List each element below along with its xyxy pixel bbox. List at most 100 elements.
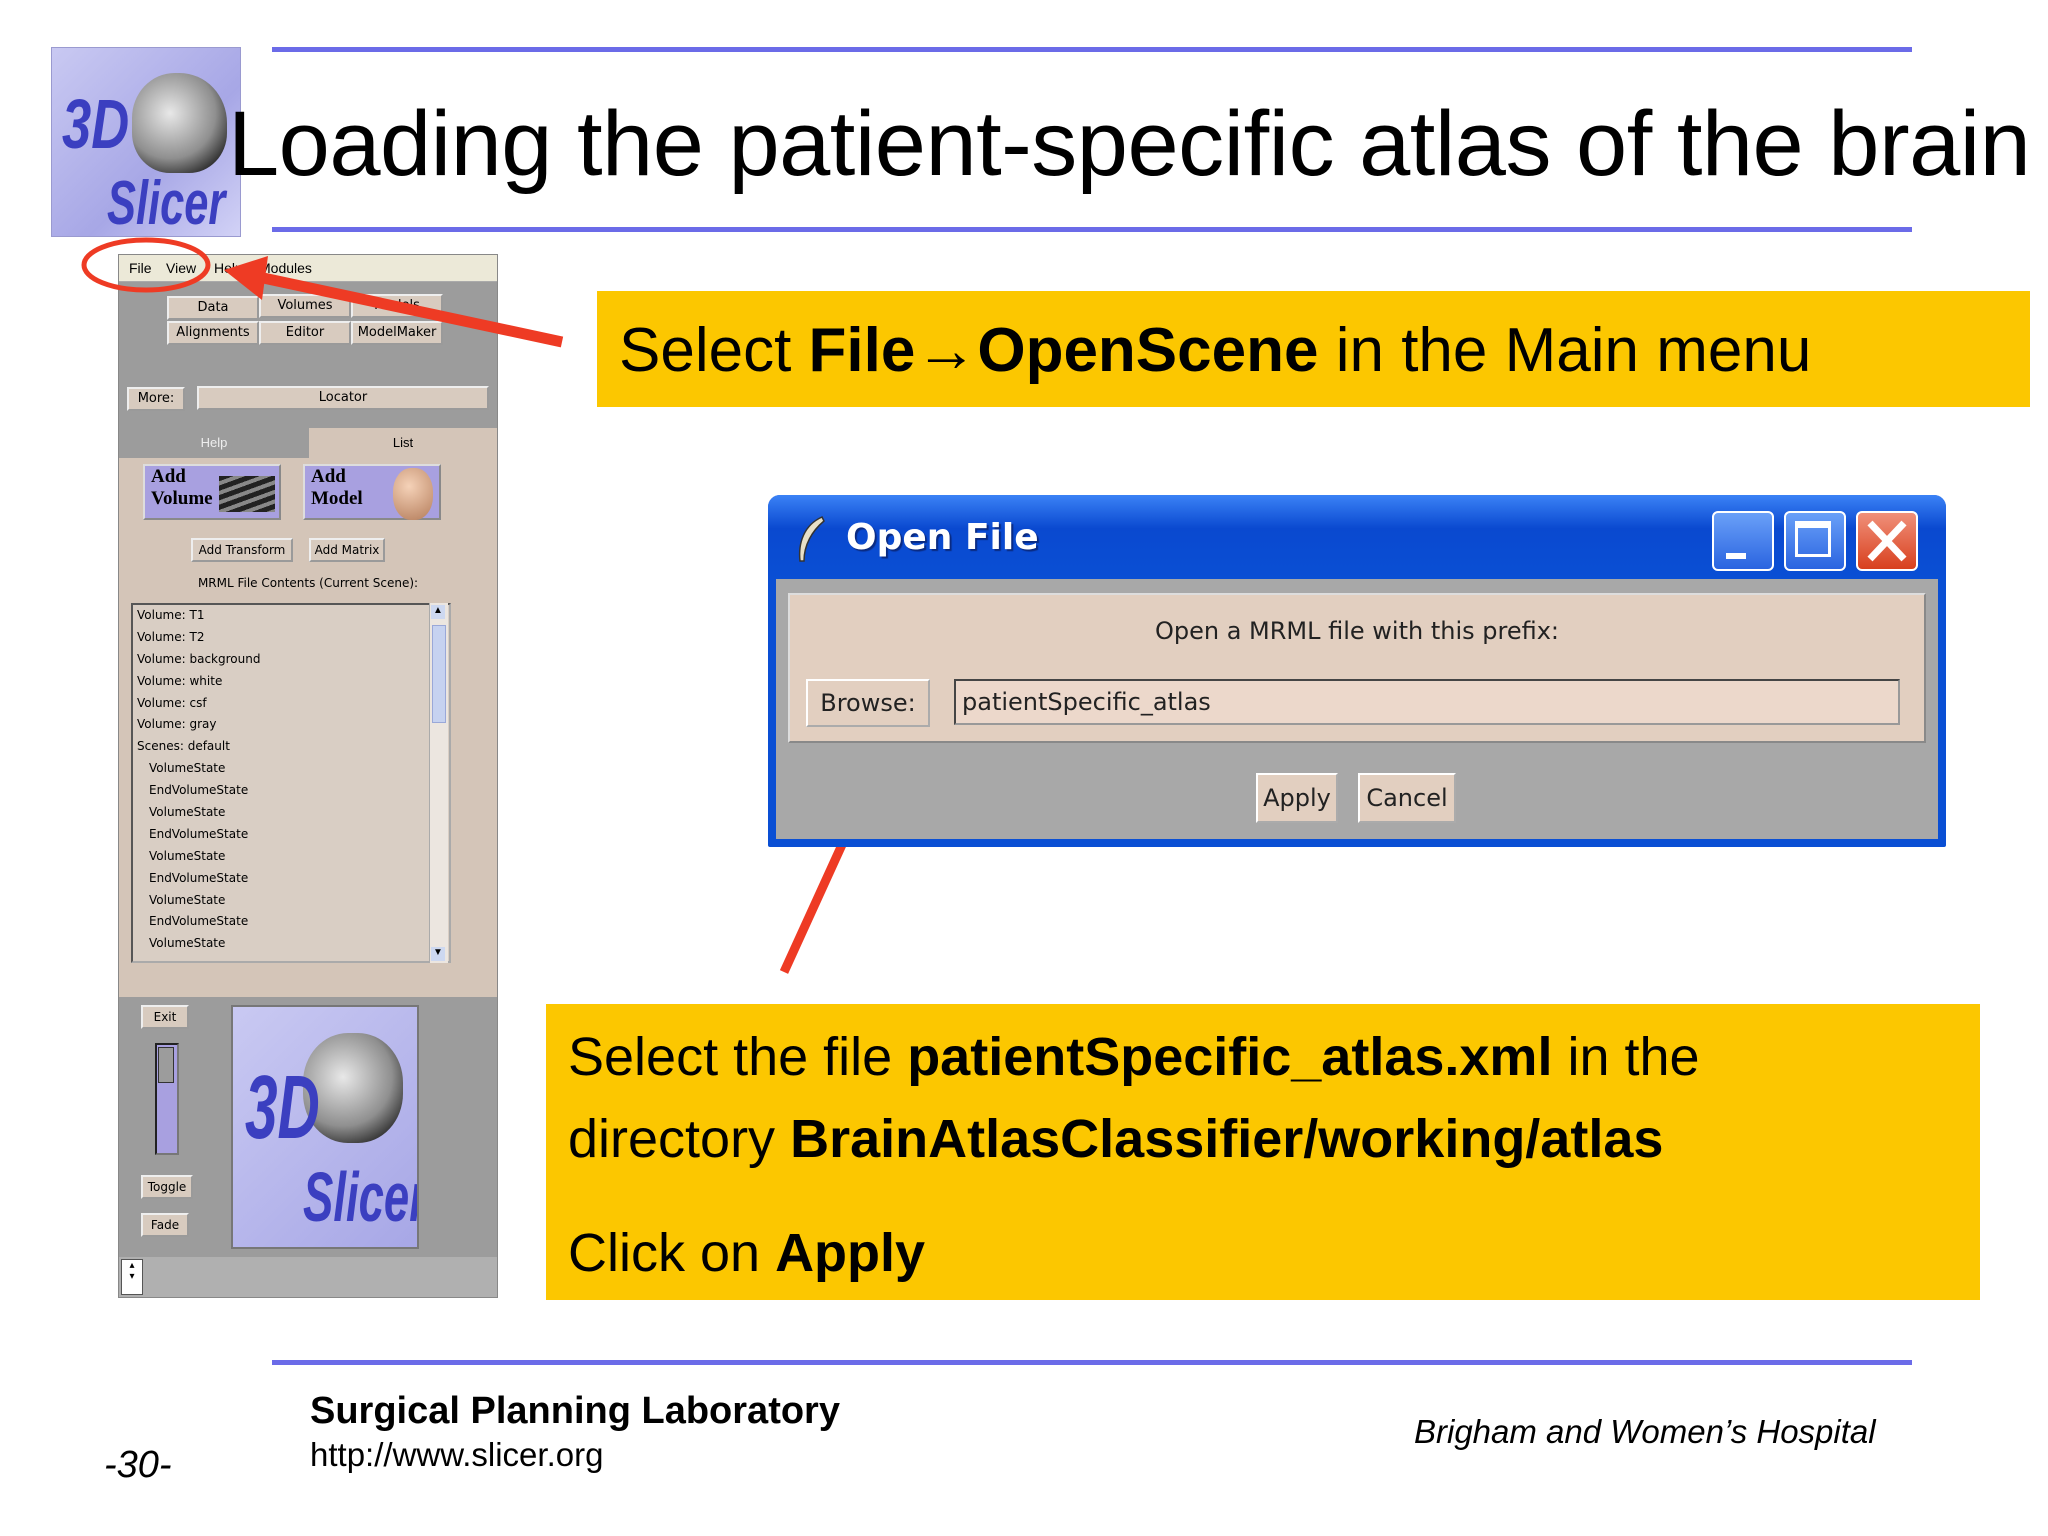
add-matrix-button[interactable]: Add Matrix <box>309 538 385 562</box>
callout1-post: in the Main menu <box>1318 316 1812 385</box>
slicer-logo: 3D Slicer <box>51 47 241 237</box>
dialog-prompt: Open a MRML file with this prefix: <box>1154 617 1560 645</box>
list-item[interactable]: Volume: T2 <box>137 629 205 644</box>
menu-modules[interactable]: Modules <box>259 260 312 276</box>
footer-lab-name: Surgical Planning Laboratory <box>310 1390 840 1432</box>
scroll-thumb[interactable] <box>432 625 446 723</box>
dialog-title: Open File <box>846 517 1039 558</box>
head-model-icon <box>393 468 433 520</box>
menu-view[interactable]: View <box>166 260 197 276</box>
dialog-titlebar[interactable]: Open File <box>768 495 1946 579</box>
brain-image-small <box>303 1033 403 1143</box>
volume-stack-icon <box>219 476 275 512</box>
subtab-list[interactable]: List <box>309 428 497 458</box>
tab-data[interactable]: Data <box>167 296 259 320</box>
list-item[interactable]: EndVolumeState <box>149 914 249 929</box>
list-item[interactable]: VolumeState <box>149 848 226 863</box>
list-item[interactable]: VolumeState <box>149 892 226 907</box>
callout2-line1: Select the file patientSpecific_atlas.xm… <box>568 1026 1700 1088</box>
callout2-apply: Apply <box>775 1223 926 1283</box>
close-icon <box>1867 520 1907 562</box>
logo-slicer-text: Slicer <box>107 169 226 237</box>
list-item[interactable]: Scenes: default <box>137 739 230 754</box>
slicer-logo-small: 3D Slicer <box>231 1005 419 1249</box>
instruction-callout-open-scene: Select File→OpenScene in the Main menu <box>597 291 2030 407</box>
subtab-help[interactable]: Help <box>119 428 309 458</box>
arrow-to-file-menu <box>252 270 564 348</box>
main-menu-bar: File View Help Modules <box>119 255 497 282</box>
slicer-main-window: File View Help Modules Data Volumes Mode… <box>118 254 498 1298</box>
browse-button[interactable]: Browse: <box>806 679 930 727</box>
mrml-list[interactable]: Volume: T1 Volume: T2 Volume: background… <box>131 603 451 963</box>
list-item[interactable]: VolumeState <box>149 936 226 951</box>
top-rule <box>272 47 1912 52</box>
list-item[interactable]: Volume: background <box>137 651 261 666</box>
file-menu-highlight-circle <box>81 237 211 293</box>
feather-icon <box>798 516 825 562</box>
callout2-line1-pre: Select the file <box>568 1027 908 1087</box>
scroll-up-icon[interactable]: ▲ <box>431 605 445 619</box>
instruction-callout-select-file: Select the file patientSpecific_atlas.xm… <box>546 1004 1980 1300</box>
toggle-button[interactable]: Toggle <box>141 1175 193 1199</box>
callout2-directory: BrainAtlasClassifier/working/atlas <box>790 1109 1664 1169</box>
cancel-button[interactable]: Cancel <box>1358 773 1456 823</box>
fade-button[interactable]: Fade <box>141 1213 189 1237</box>
slide-title: Loading the patient-specific atlas of th… <box>228 93 2031 195</box>
minimize-button[interactable] <box>1712 511 1774 571</box>
close-button[interactable] <box>1856 511 1918 571</box>
list-item[interactable]: VolumeState <box>149 805 226 820</box>
list-item[interactable]: Volume: T1 <box>137 608 205 622</box>
scroll-down-icon[interactable]: ▼ <box>431 947 445 961</box>
list-item[interactable]: EndVolumeState <box>149 870 249 885</box>
callout2-line2: directory BrainAtlasClassifier/working/a… <box>568 1108 1663 1170</box>
callout2-line3: Click on Apply <box>568 1222 925 1284</box>
list-item[interactable]: VolumeState <box>149 761 226 776</box>
footer-rule <box>272 1360 1912 1365</box>
callout2-filename: patientSpecific_atlas.xml <box>907 1027 1553 1087</box>
add-volume-button[interactable]: Add Volume <box>143 464 281 520</box>
logo-3d-text: 3D <box>62 85 130 163</box>
add-model-button[interactable]: Add Model <box>303 464 441 520</box>
dialog-body: Open a MRML file with this prefix: Brows… <box>776 579 1938 839</box>
list-item[interactable]: EndVolumeState <box>149 783 249 798</box>
title-underline <box>272 227 1912 232</box>
tab-editor[interactable]: Editor <box>259 321 351 345</box>
menu-file[interactable]: File <box>129 260 152 276</box>
prefix-frame: Open a MRML file with this prefix: Brows… <box>788 593 1926 743</box>
mrml-contents-label: MRML File Contents (Current Scene): <box>197 576 419 590</box>
more-button[interactable]: More: <box>127 387 185 411</box>
add-volume-line2: Volume <box>151 488 213 509</box>
mrml-list-scrollbar[interactable]: ▲ ▼ <box>429 603 448 963</box>
callout1-menu-path: File→OpenScene <box>808 316 1319 385</box>
list-item[interactable]: Volume: white <box>137 673 223 688</box>
callout1-text: Select File→OpenScene in the Main menu <box>619 315 1811 386</box>
add-model-line2: Model <box>311 488 363 509</box>
logo-slicer-text-small: Slicer <box>303 1158 419 1236</box>
locator-button[interactable]: Locator <box>197 386 489 410</box>
list-item[interactable]: Volume: csf <box>137 695 207 710</box>
exit-button[interactable]: Exit <box>141 1005 189 1029</box>
footer-url[interactable]: http://www.slicer.org <box>310 1436 604 1473</box>
page-number: -30- <box>104 1444 172 1486</box>
callout2-line3-pre: Click on <box>568 1223 776 1283</box>
add-volume-line1: Add <box>151 466 186 487</box>
fade-slider[interactable] <box>155 1043 179 1155</box>
callout2-line2-pre: directory <box>568 1109 791 1169</box>
spinner-icon[interactable]: ▴▾ <box>121 1259 143 1295</box>
callout2-line1-post: in the <box>1552 1027 1700 1087</box>
slider-handle[interactable] <box>158 1047 174 1083</box>
callout1-pre: Select <box>619 316 809 385</box>
status-strip: ▴▾ <box>119 1257 497 1297</box>
brain-image <box>132 73 227 173</box>
list-item[interactable]: Volume: gray <box>137 717 217 732</box>
prefix-input[interactable]: patientSpecific_atlas <box>954 679 1900 725</box>
apply-button[interactable]: Apply <box>1256 773 1338 823</box>
maximize-button[interactable] <box>1784 511 1846 571</box>
tab-alignments[interactable]: Alignments <box>167 321 259 345</box>
minimize-icon <box>1726 553 1746 559</box>
logo-3d-text-small: 3D <box>245 1058 320 1158</box>
add-transform-button[interactable]: Add Transform <box>191 538 293 562</box>
list-item[interactable]: EndVolumeState <box>149 826 249 841</box>
tab-modelmaker[interactable]: ModelMaker <box>351 321 443 345</box>
add-model-line1: Add <box>311 466 346 487</box>
